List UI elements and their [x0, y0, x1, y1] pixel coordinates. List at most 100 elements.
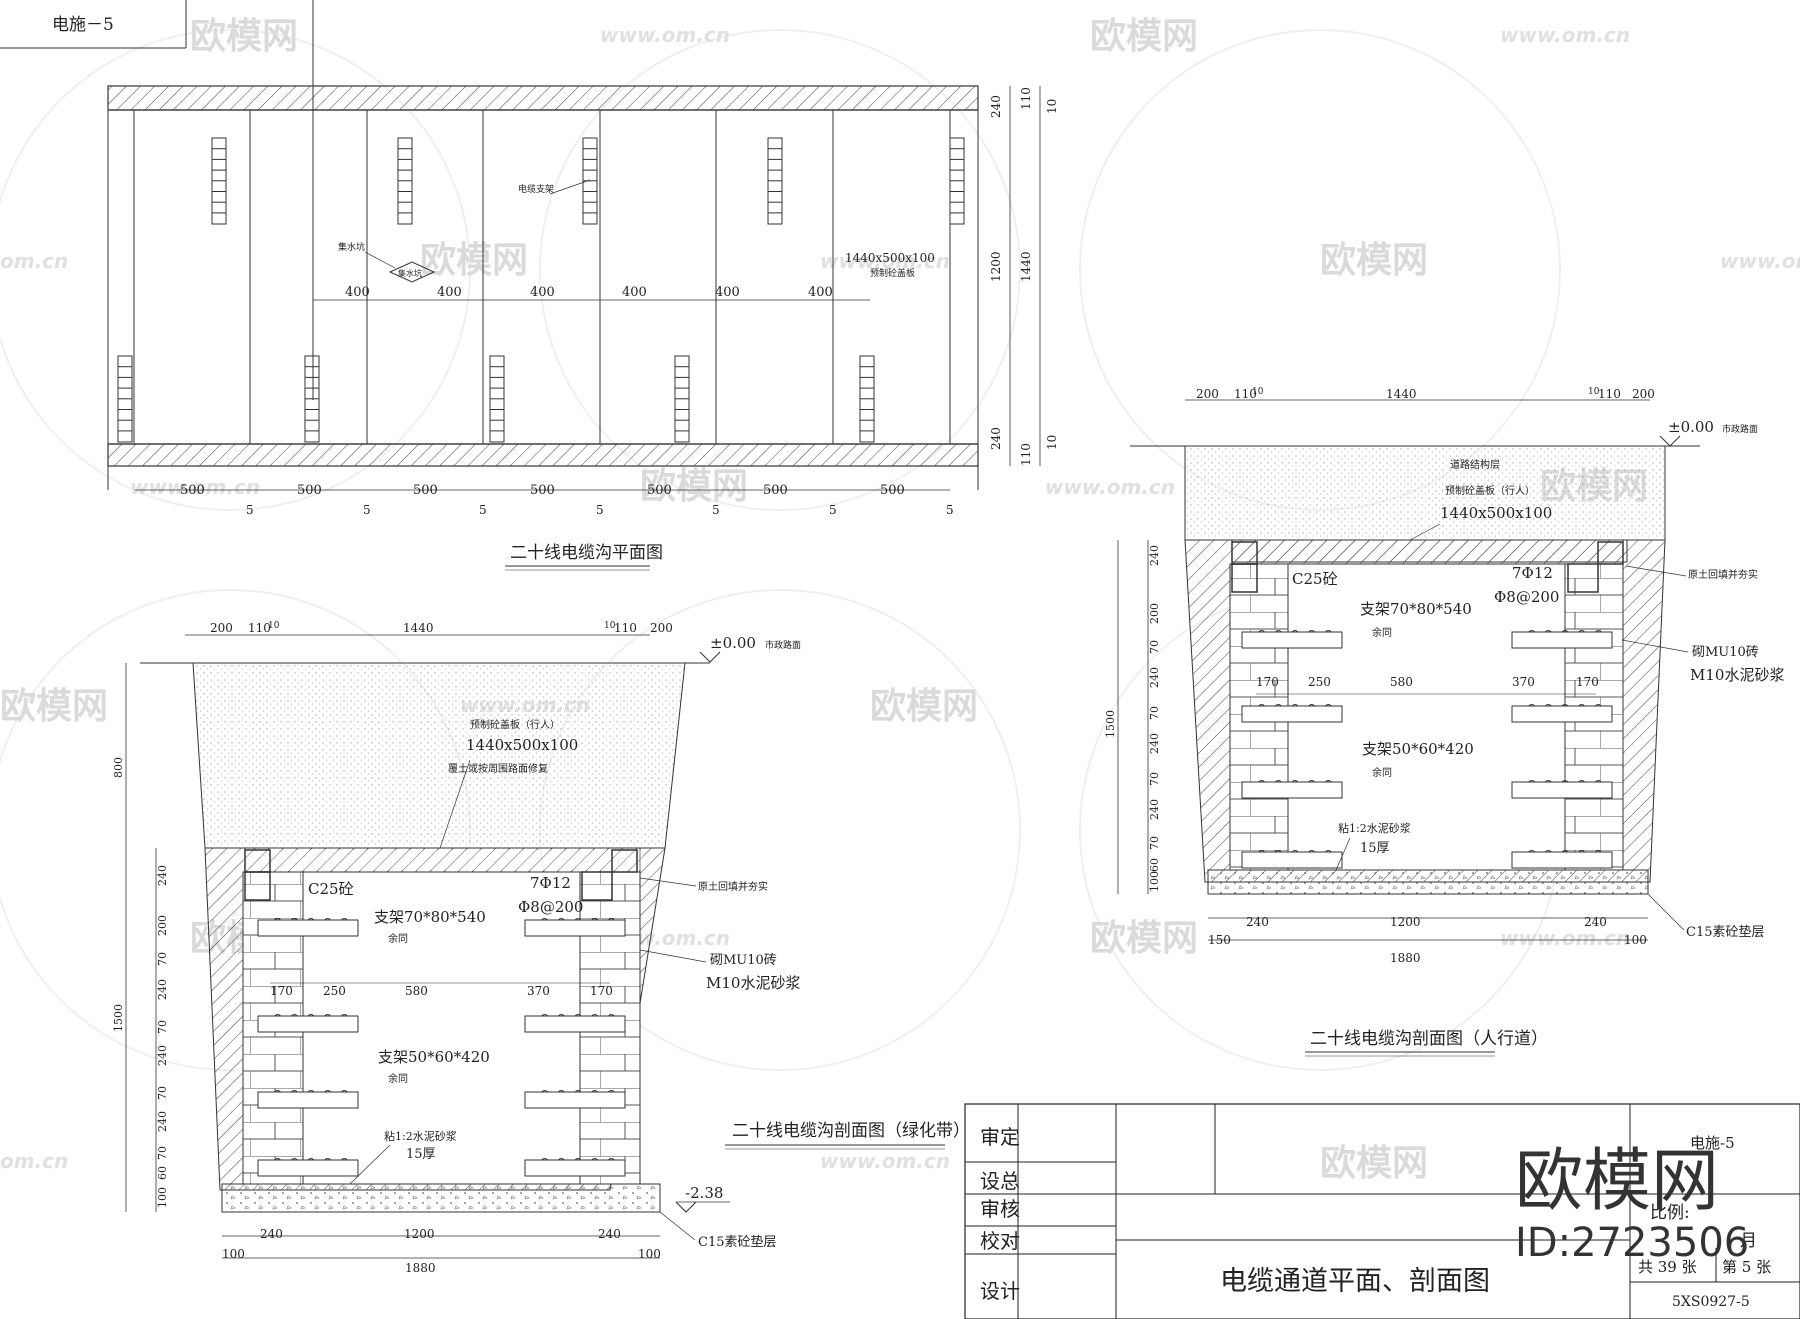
section-green-top-dim: 10 — [604, 621, 616, 631]
left-dim: 240 — [1148, 545, 1161, 566]
left-dim: 240 — [1148, 733, 1161, 754]
section-walk-top-dim: 110 — [1234, 387, 1257, 401]
plan-bracket — [674, 355, 690, 443]
bracket-notch — [324, 1090, 332, 1093]
plan-bracket — [489, 355, 505, 443]
cable-bracket — [1511, 781, 1613, 799]
plan-spacing-dim: 400 — [530, 285, 555, 300]
title-block-role: 审核 — [980, 1197, 1020, 1221]
plan-right-dim: 240 — [989, 95, 1003, 118]
section-walk-fill-note: 原土回填并夯实 — [1688, 568, 1758, 581]
plan-bracket — [767, 137, 783, 225]
section-walk-cover-note: 预制砼盖板（行人） — [1445, 484, 1535, 497]
section-green-backfill-note: 覆土或按周围路面修复 — [448, 762, 548, 775]
bracket-notch — [290, 1090, 298, 1093]
plan-gap-dim: 5 — [246, 503, 254, 517]
section-green-inner-dim: 580 — [405, 984, 428, 998]
bracket-notch — [607, 918, 615, 921]
plan-right-dim: 110 — [1019, 443, 1033, 466]
section-walk-level-top: ±0.00 — [1668, 418, 1714, 436]
title-block: 审定 设总 审核 校对 设计 电缆通道平面、剖面图 电施-5 比例: 月 共 3… — [964, 1103, 1800, 1319]
section-green-top-dim: 110 — [248, 621, 271, 635]
plan-right-dim: 10 — [1045, 435, 1059, 450]
left-dim: 240 — [156, 865, 169, 886]
section-walk-rebar-main: 7Φ12 — [1512, 564, 1553, 582]
bracket-notch — [1594, 704, 1602, 707]
bracket-notch — [1258, 630, 1266, 633]
title-block-ratio: 比例: — [1650, 1203, 1690, 1223]
plan-bottom-dim: 500 — [763, 483, 788, 498]
bracket-notch — [591, 918, 599, 921]
watermark-brand: 欧模网 — [0, 686, 108, 727]
section-walk-top-dim: 200 — [1196, 387, 1219, 401]
section-green-cover-note: 预制砼盖板（行人） — [470, 718, 560, 731]
plan-bracket — [211, 137, 227, 225]
section-green-rebar-main: 7Φ12 — [530, 874, 571, 892]
bracket-notch — [1544, 780, 1552, 783]
plan-bottom-dim: 500 — [647, 483, 672, 498]
plan-bottom-dim: 500 — [297, 483, 322, 498]
cable-bracket — [1241, 781, 1343, 799]
title-block-code: 5XS0927-5 — [1672, 1294, 1750, 1310]
bracket-notch — [274, 1090, 282, 1093]
bracket-notch — [591, 1090, 599, 1093]
bracket-notch — [1291, 780, 1299, 783]
bracket-notch — [290, 1158, 298, 1161]
title-block-role: 设计 — [980, 1279, 1020, 1303]
cable-bracket — [524, 1159, 626, 1177]
left-dim-total: 1500 — [1104, 710, 1117, 738]
bracket-notch — [274, 1014, 282, 1017]
watermark-url: www.om.cn — [820, 249, 950, 273]
bracket-notch — [340, 918, 348, 921]
section-green-top-dim: 10 — [268, 621, 280, 631]
bracket-notch — [1274, 630, 1282, 633]
plan-bottom-dim: 500 — [413, 483, 438, 498]
bracket-notch — [1258, 704, 1266, 707]
section-walk-bracket1-sub: 余同 — [1372, 626, 1392, 639]
bracket-notch — [1308, 630, 1316, 633]
watermark-url: www.om.cn — [820, 1149, 950, 1173]
section-green-plaster-thk: 15厚 — [406, 1147, 436, 1162]
left-dim: 240 — [156, 1045, 169, 1066]
cable-bracket — [257, 1015, 359, 1033]
bracket-notch — [1561, 630, 1569, 633]
section-green: 200 110 10 1440 10 110 200 ±0.00 市政路面 预制… — [112, 621, 970, 1275]
plan-bracket — [859, 355, 875, 443]
section-green-plaster: 粘1:2水泥砂浆 — [384, 1129, 457, 1143]
cable-bracket — [1241, 851, 1343, 869]
cable-bracket — [1511, 851, 1613, 869]
watermark-url: om.cn — [0, 249, 68, 273]
bracket-notch — [1578, 630, 1586, 633]
bracket-notch — [1544, 850, 1552, 853]
section-walk-concrete: C25砼 — [1292, 570, 1338, 588]
bracket-notch — [574, 1014, 582, 1017]
cable-bracket — [524, 1015, 626, 1033]
title-block-role: 设总 — [980, 1169, 1020, 1193]
bracket-notch — [1291, 630, 1299, 633]
bracket-notch — [557, 1014, 565, 1017]
watermark-url: www.om.cn — [130, 475, 260, 499]
section-walk-inner-dim: 580 — [1390, 675, 1413, 689]
section-green-bracket1-sub: 余同 — [388, 932, 408, 945]
cable-bracket — [1241, 705, 1343, 723]
plan-bracket — [582, 137, 598, 225]
left-dim: 70 — [1148, 640, 1161, 654]
title-block-date: 月 — [1740, 1231, 1757, 1251]
left-dim: 240 — [1148, 799, 1161, 820]
bracket-notch — [541, 918, 549, 921]
title-block-sheet-no: 电施-5 — [1690, 1134, 1735, 1152]
section-walk-bottom-dim: 1200 — [1390, 915, 1421, 929]
section-green-bracket2: 支架50*60*420 — [378, 1048, 490, 1066]
plan-spacing-dim: 400 — [622, 285, 647, 300]
section-walk-inner-dim: 370 — [1512, 675, 1535, 689]
bracket-notch — [591, 1158, 599, 1161]
watermark-brand: 欧模网 — [1090, 918, 1198, 959]
section-green-bottom-total: 1880 — [405, 1261, 436, 1275]
section-green-inner-dim: 170 — [590, 984, 613, 998]
bracket-notch — [1594, 780, 1602, 783]
section-walk-road-note: 道路结构层 — [1450, 458, 1500, 471]
bracket-notch — [340, 1014, 348, 1017]
left-dim: 100 — [156, 1187, 169, 1208]
section-walk-top-dim: 110 — [1598, 387, 1621, 401]
